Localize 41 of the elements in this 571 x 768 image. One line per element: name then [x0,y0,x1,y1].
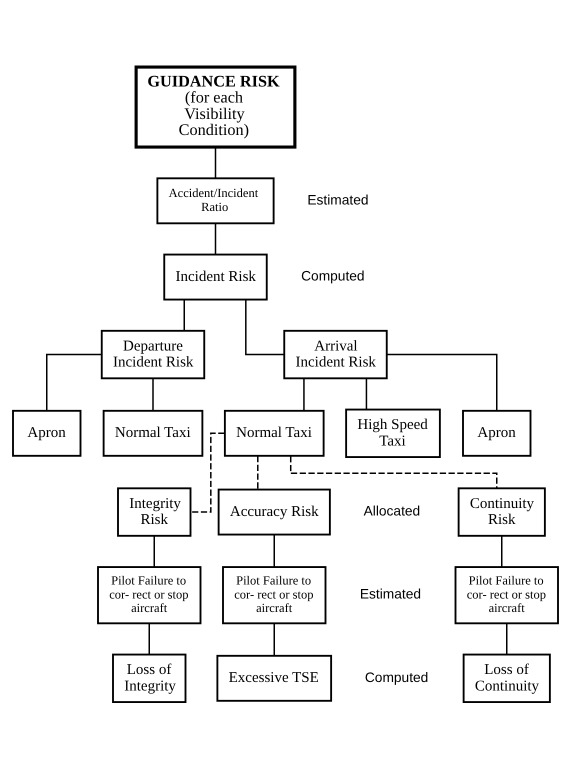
node-box: Pilot Failure to cor- rect or stop aircraft [97,566,202,624]
node-box: GUIDANCE RISK (for each Visibility Condition) [134,64,296,148]
node-label: Computed [364,669,428,684]
connector [245,299,284,355]
node-box: Loss of Continuity [462,653,551,702]
connector [190,432,225,512]
connector [257,456,259,488]
connector [184,299,185,330]
connector [274,534,275,566]
node-label: Estimated [307,192,369,207]
connector [154,536,155,566]
connector [506,622,508,654]
node-label: Computed [301,268,365,283]
node-box: Normal Taxi [102,409,204,456]
connector [46,353,102,410]
node-box: Pilot Failure to cor- rect or stop aircraft [454,566,559,624]
node-box: Apron [12,409,82,456]
node-box: Departure Incident Risk [100,329,206,379]
connector [501,536,502,566]
node-box: Incident Risk [163,253,268,300]
node-label: Allocated [364,503,420,518]
connector [366,378,368,409]
node-box: Arrival Incident Risk [283,329,388,379]
node-box: Excessive TSE [216,654,332,702]
node-box: Continuity Risk [458,486,546,536]
node-label: Estimated [360,586,422,602]
connector [214,146,216,178]
connector [152,378,154,410]
connector [303,378,305,410]
node-box: Integrity Risk [117,486,192,536]
node-box: Loss of Integrity [112,653,186,702]
node-box: Accident/Incident Ratio [156,176,275,224]
connector [148,622,150,654]
node-box: High Speed Taxi [345,408,441,458]
connector [386,353,498,410]
node-box: Normal Taxi [224,409,325,456]
connector [274,622,275,656]
node-box: Apron [462,409,532,456]
node-box: Pilot Failure to cor- rect or stop aircraft [222,566,326,624]
connector [214,223,216,254]
node-box: Accuracy Risk [218,488,331,535]
